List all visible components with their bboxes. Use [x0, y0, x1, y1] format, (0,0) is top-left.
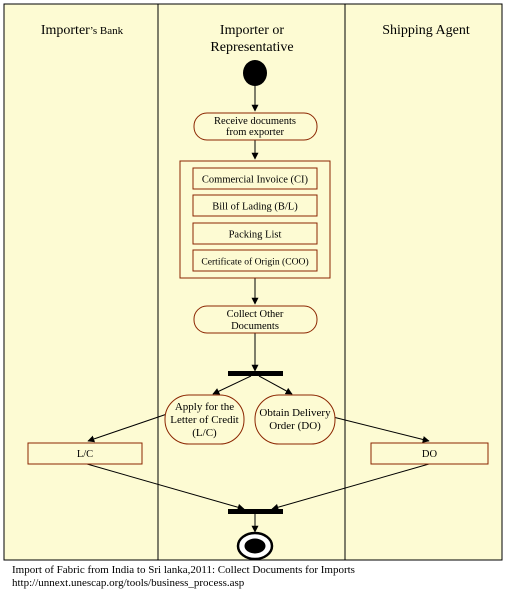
obtain-do-label-line1: Obtain Delivery	[259, 407, 331, 419]
document-bl-label: Bill of Lading (B/L)	[212, 202, 298, 213]
receive-label-line2: from exporter	[226, 127, 285, 138]
lane-title-importer-line1: Importer or	[220, 23, 284, 38]
lane-agent	[344, 3, 503, 561]
document-coo-label: Certificate of Origin (COO)	[201, 257, 308, 268]
obtain-do-label-line2: Order (DO)	[269, 420, 321, 432]
lane-bank	[3, 3, 159, 561]
edge-do-join	[271, 463, 430, 511]
fork-bar	[228, 371, 283, 376]
lane-title-bank: Importer’s Bank	[41, 23, 124, 38]
activity-collect-documents	[193, 305, 318, 334]
end-node	[236, 531, 274, 561]
collect-label-line2: Documents	[231, 321, 279, 332]
edge-obtain-do	[332, 416, 430, 443]
document-ci-box	[192, 167, 318, 190]
lane-importer	[157, 3, 346, 561]
edges	[86, 86, 430, 533]
swimlanes	[3, 3, 503, 561]
apply-lc-label-line3: (L/C)	[192, 427, 217, 439]
document-ci-label: Commercial Invoice (CI)	[202, 175, 309, 186]
collect-label-line1: Collect Other	[227, 309, 284, 320]
document-bl-box	[192, 194, 318, 217]
apply-lc-label-line2: Letter of Credit	[170, 414, 238, 426]
object-do-label: DO	[422, 449, 438, 460]
caption-title: Import of Fabric from India to Sri lanka…	[12, 564, 355, 576]
join-bar	[228, 509, 283, 514]
receive-label-line1: Receive documents	[214, 116, 296, 127]
apply-lc-label-line1: Apply for the	[175, 401, 234, 413]
object-lc-label: L/C	[77, 449, 93, 460]
object-do	[370, 442, 489, 465]
figure-caption: Import of Fabric from India to Sri lanka…	[12, 564, 355, 590]
edge-apply-lc	[87, 413, 168, 443]
edge-lc-join	[86, 463, 245, 511]
object-lc	[27, 442, 143, 465]
document-coo-box	[192, 249, 318, 272]
activity-obtain-do	[254, 394, 336, 445]
activity-receive-documents	[193, 112, 318, 141]
edge-fork-apply	[212, 375, 252, 395]
caption-source-link[interactable]: http://unnext.unescap.org/tools/business…	[12, 577, 245, 589]
lane-title-agent: Shipping Agent	[382, 23, 470, 38]
activity-apply-lc	[164, 394, 245, 445]
lane-title-importer-line2: Representative	[210, 40, 293, 55]
start-node	[243, 60, 267, 86]
document-pl-label: Packing List	[229, 230, 282, 241]
edge-fork-obtain	[258, 375, 293, 395]
document-pl-box	[192, 222, 318, 245]
